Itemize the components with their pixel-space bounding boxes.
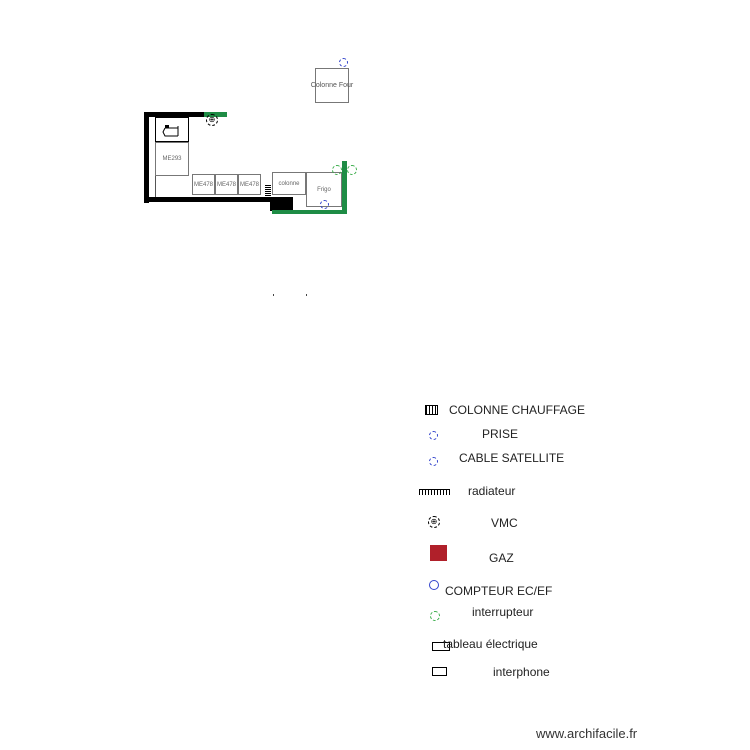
legend-label: GAZ	[489, 551, 514, 565]
legend-switch-icon	[430, 611, 440, 621]
legend-label: COMPTEUR EC/EF	[445, 584, 553, 598]
mark	[306, 294, 307, 296]
wall-left	[144, 112, 149, 203]
legend-colonne-icon	[425, 405, 438, 415]
room-label: Frigo	[317, 186, 331, 193]
cooktop-icon	[162, 124, 179, 136]
wall-block	[270, 199, 293, 211]
room-colonne[interactable]: colonne	[272, 172, 306, 195]
room-label: ME478	[216, 181, 236, 188]
legend-label: interrupteur	[472, 605, 534, 619]
legend-label: PRISE	[482, 427, 519, 441]
switch-icon[interactable]	[332, 165, 342, 175]
legend-vmc-icon: ⊕	[428, 516, 440, 528]
room-label: ME478	[239, 181, 259, 188]
cooktop-box[interactable]	[155, 117, 189, 142]
wall-bottom	[144, 197, 293, 202]
legend-intercom-icon	[432, 667, 447, 676]
room-me478-1[interactable]: ME478	[192, 174, 215, 195]
radiator-column-plan-icon	[265, 185, 271, 197]
room-me478-3[interactable]: ME478	[238, 174, 261, 195]
room-label: ME478	[193, 181, 213, 188]
room-label: colonne	[278, 180, 300, 187]
legend-gas-icon	[430, 545, 447, 561]
outlet-icon[interactable]	[320, 200, 329, 209]
room-label: Colonne Four	[310, 82, 354, 89]
legend-satellite-icon	[429, 457, 438, 466]
mark	[273, 294, 274, 296]
legend-label: interphone	[493, 665, 550, 679]
room-label: ME293	[162, 156, 182, 162]
watermark: www.archifacile.fr	[536, 726, 638, 741]
room-me478-2[interactable]: ME478	[215, 174, 238, 195]
switch-icon[interactable]	[347, 165, 357, 175]
legend-label: CABLE SATELLITE	[459, 451, 565, 465]
room-colonne-four[interactable]: Colonne Four	[311, 68, 353, 103]
wall-top	[144, 112, 204, 117]
legend-label: VMC	[491, 516, 518, 530]
room-me293[interactable]: ME293	[155, 142, 189, 176]
outlet-icon[interactable]	[339, 58, 348, 67]
legend-outlet-icon	[429, 431, 438, 440]
wall-bottom-open	[272, 210, 347, 214]
legend-label: tableau électrique	[443, 637, 538, 651]
vmc-icon[interactable]: ⊕	[206, 114, 218, 126]
legend-panel-icon	[432, 642, 450, 651]
wall-right-open	[342, 161, 347, 214]
legend-label: radiateur	[468, 484, 516, 498]
legend-label: COLONNE CHAUFFAGE	[449, 403, 586, 417]
legend-radiator-icon	[419, 489, 450, 495]
legend-meter-icon	[429, 580, 439, 590]
